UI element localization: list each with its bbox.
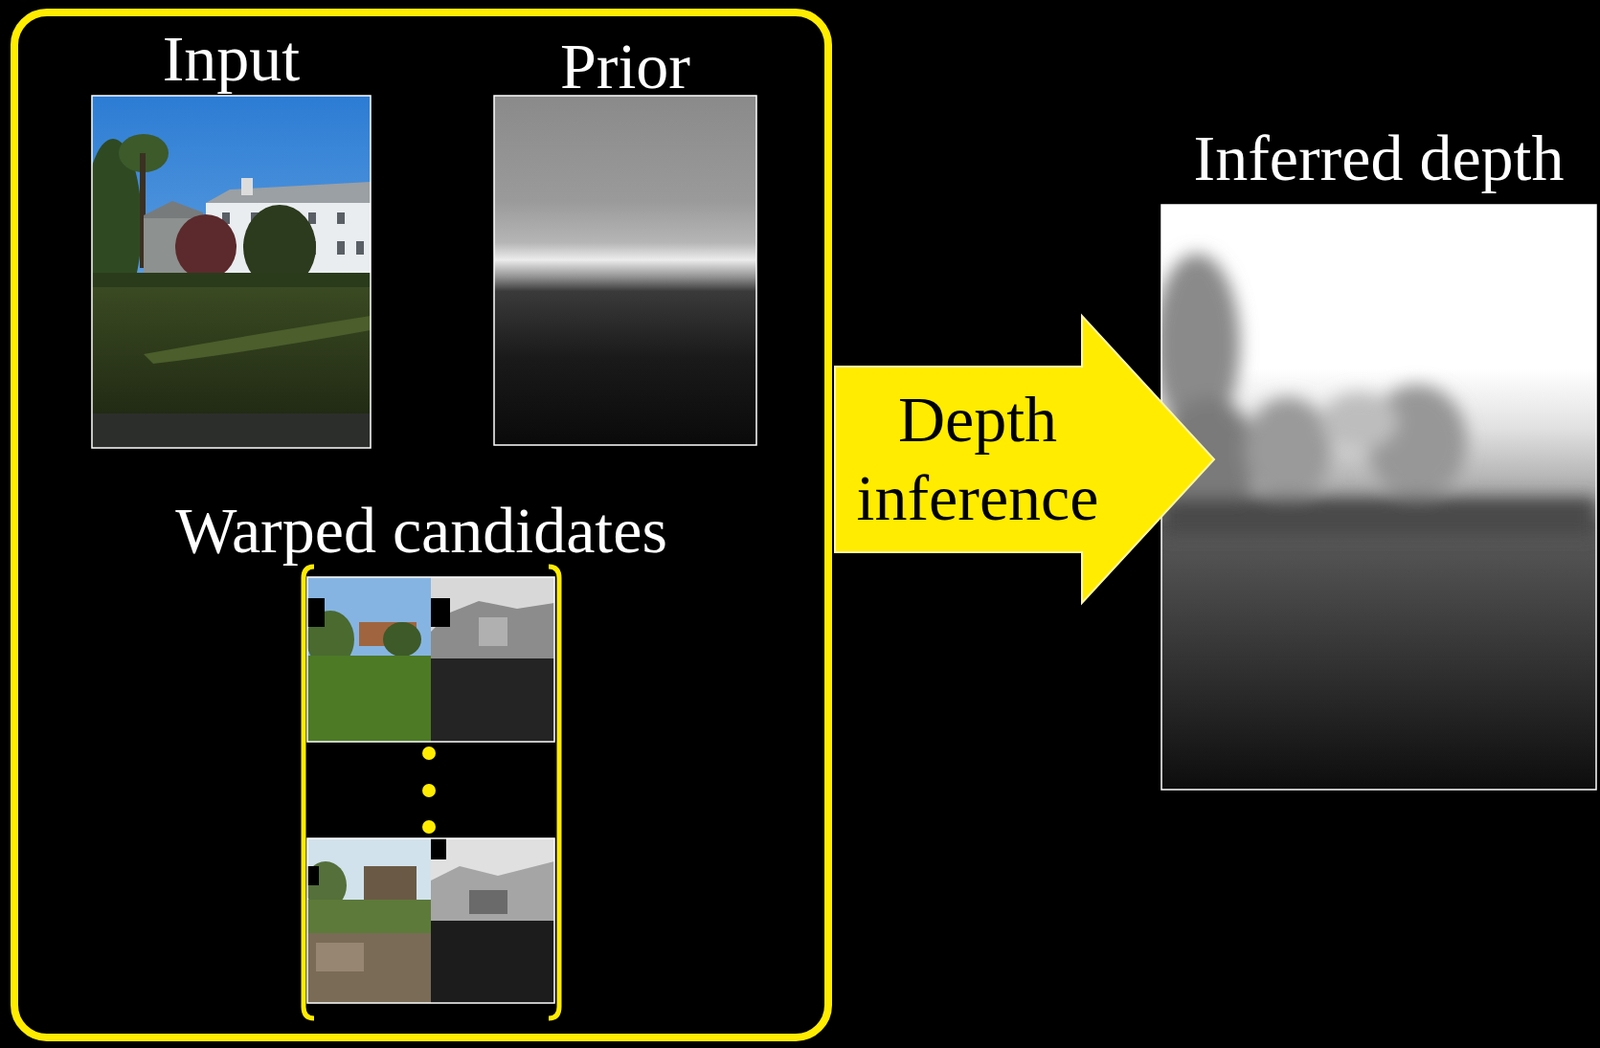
input-photo (91, 95, 371, 449)
arrow-label: Depth inference (833, 381, 1122, 538)
candidate-image (307, 838, 555, 1004)
panel-heading: Input (91, 22, 371, 95)
ellipsis-dot (422, 784, 436, 798)
image-panel: Input (91, 22, 371, 449)
bracket (548, 566, 560, 1019)
ellipsis-dot (422, 820, 436, 834)
image-frame (307, 577, 555, 743)
image-frame (307, 838, 555, 1004)
prior-map (494, 95, 757, 446)
image-frame (91, 95, 371, 449)
block-arrow (834, 315, 1215, 604)
panel-heading: Inferred depth (1161, 122, 1597, 195)
group-frame: Input PriorWarped candidates (10, 8, 833, 1042)
image-panel: Inferred depth (1161, 122, 1597, 790)
panel-heading: Prior (494, 30, 757, 103)
image-frame (1161, 204, 1597, 790)
ellipsis-dot (422, 746, 436, 761)
bracket (303, 566, 315, 1019)
panel-heading: Warped candidates (162, 495, 680, 567)
candidate-image (307, 577, 555, 743)
image-panel: Prior (494, 30, 757, 446)
depth-map (1161, 204, 1597, 790)
image-panel: Warped candidates (162, 495, 680, 1019)
